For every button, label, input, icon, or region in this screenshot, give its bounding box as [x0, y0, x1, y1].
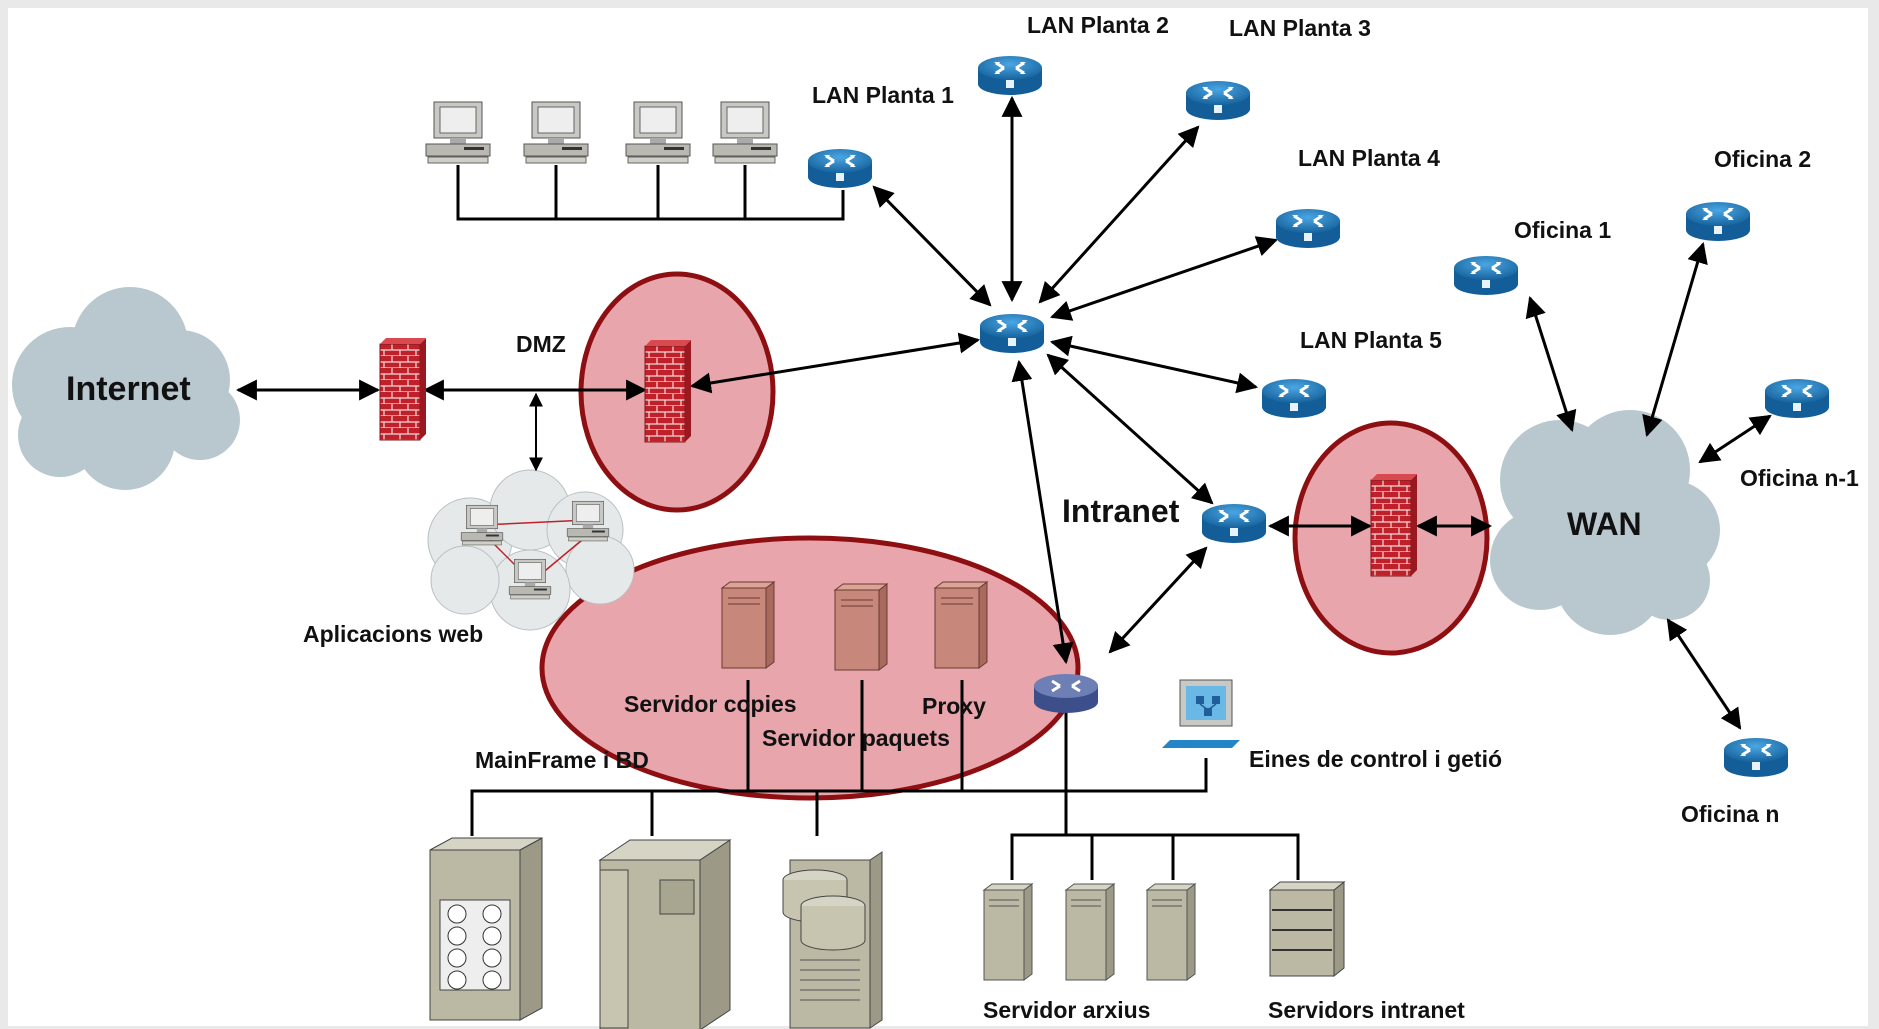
server-icon	[1268, 880, 1346, 978]
oficina-n-label: Oficina n	[1681, 801, 1779, 827]
intranet-servers-label: Servidors intranet	[1268, 997, 1465, 1023]
router-icon	[1184, 79, 1252, 122]
router-icon	[976, 54, 1044, 97]
mainframe-label: MainFrame i BD	[475, 747, 649, 773]
backup-server-label: Servidor copies	[624, 691, 797, 717]
mainframe-icon	[598, 839, 732, 1029]
firewall-icon	[379, 337, 427, 441]
lan-planta-3-label: LAN Planta 3	[1229, 15, 1371, 41]
workstation-icon	[460, 504, 504, 546]
lan-planta-4-label: LAN Planta 4	[1298, 145, 1440, 171]
server-icon	[983, 883, 1033, 981]
wiring	[456, 165, 1300, 880]
firewall-icon	[644, 339, 692, 443]
router-icon	[1452, 254, 1520, 297]
intranet-label: Intranet	[1062, 493, 1180, 529]
router-icon	[1260, 377, 1328, 420]
mainframe-icon	[782, 851, 883, 1029]
web-apps-label: Aplicacions web	[303, 621, 483, 647]
cloud-icon	[12, 287, 240, 490]
router-icon	[1684, 200, 1752, 243]
oficina-2-label: Oficina 2	[1714, 146, 1811, 172]
router-icon	[978, 312, 1046, 355]
lan-planta-1-label: LAN Planta 1	[812, 82, 954, 108]
oficina-1-label: Oficina 1	[1514, 217, 1611, 243]
router-icon	[1722, 736, 1790, 779]
workstation-icon	[625, 101, 691, 164]
router-icon	[1274, 207, 1342, 250]
server-icon	[1146, 883, 1196, 981]
cloud-icon	[427, 469, 635, 631]
workstation-icon	[425, 101, 491, 164]
router-icon	[1200, 502, 1268, 545]
internet-label: Internet	[66, 370, 191, 408]
lan-planta-2-label: LAN Planta 2	[1027, 12, 1169, 38]
router-icon	[1763, 377, 1831, 420]
workstation-icon	[508, 558, 552, 600]
server-icon	[1065, 883, 1115, 981]
connections	[235, 95, 1772, 730]
oficina-n-1-label: Oficina n-1	[1740, 465, 1859, 491]
dmz-label: DMZ	[516, 331, 566, 357]
router-icon	[1034, 674, 1098, 698]
router-icon	[806, 147, 874, 190]
management-workstation-icon	[1162, 679, 1240, 748]
firewall-icon	[1370, 473, 1418, 577]
workstation-icon	[566, 500, 610, 542]
workstation-icon	[523, 101, 589, 164]
cloud-icon	[1490, 410, 1720, 635]
server-icon	[934, 581, 988, 669]
package-server-label: Servidor paquets	[762, 725, 950, 751]
file-server-label: Servidor arxius	[983, 997, 1150, 1023]
workstation-icon	[712, 101, 778, 164]
proxy-label: Proxy	[922, 693, 986, 719]
server-icon	[721, 581, 775, 669]
mainframe-icon	[429, 837, 543, 1021]
mgmt-tools-label: Eines de control i getió	[1249, 746, 1502, 772]
server-icon	[834, 583, 888, 671]
wan-label: WAN	[1567, 506, 1642, 542]
lan-planta-5-label: LAN Planta 5	[1300, 327, 1442, 353]
